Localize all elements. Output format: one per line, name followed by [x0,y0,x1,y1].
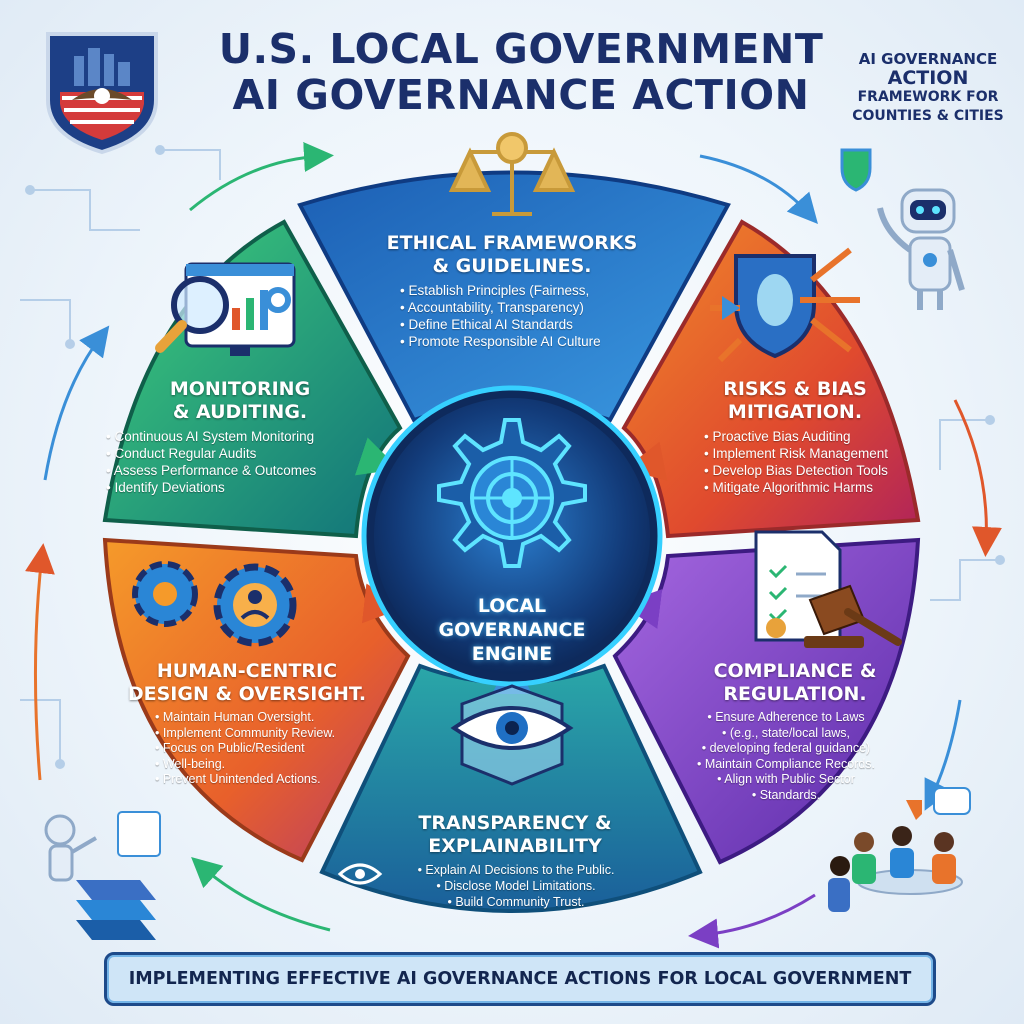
monitoring-item: Assess Performance & Outcomes [106,462,356,479]
title-line-1: U.S. LOCAL GOVERNMENT [218,25,824,73]
compliance-title-line-2: REGULATION. [723,683,867,705]
cycle-arrow-upper-left [43,325,110,481]
scales-of-justice-icon [448,132,576,216]
human-item: Prevent Unintended Actions. [155,772,365,788]
ethical-title: ETHICAL FRAMEWORKS & GUIDELINES. [352,232,672,278]
compliance-item: Maintain Compliance Records. [686,757,886,773]
side-subtitle: AI GOVERNANCE ACTION FRAMEWORK FOR COUNT… [836,50,1020,126]
risks-item: Mitigate Algorithmic Harms [704,479,914,496]
cycle-arrow-bottom [688,893,816,949]
risks-title-line-1: RISKS & BIAS [723,378,867,400]
transparency-item: Explain AI Decisions to the Public. [396,862,636,878]
compliance-items: Ensure Adherence to Laws (e.g., state/lo… [686,710,886,803]
cycle-arrow-top-right [699,154,818,224]
compliance-title: COMPLIANCE & REGULATION. [690,660,900,706]
page-title: U.S. LOCAL GOVERNMENT AI GOVERNANCE ACTI… [196,26,846,118]
footer-banner: IMPLEMENTING EFFECTIVE AI GOVERNANCE ACT… [104,952,936,1006]
shield-face-arrows-icon [710,247,860,363]
transparency-item: Build Community Trust. [396,894,636,910]
gears-person-icon [132,561,297,647]
monitoring-title-line-1: MONITORING [169,378,311,400]
cycle-arrow-bottom-left [191,856,331,932]
ethical-item: Accountability, Transparency) [400,299,640,316]
risks-title-line-2: MITIGATION. [727,401,863,423]
ethical-item: Establish Principles (Fairness, [400,282,640,299]
human-item: Maintain Human Oversight. [155,710,365,726]
circuit-background [20,145,1005,769]
monitoring-item: Conduct Regular Audits [106,445,356,462]
human-item: Well-being. [155,757,365,773]
gear-icon [437,418,587,568]
monitoring-item: Identify Deviations [106,479,356,496]
engine-label-line-3: ENGINE [471,643,553,665]
human-item: Focus on Public/Resident [155,741,365,757]
monitoring-title-line-2: & AUDITING. [172,401,308,423]
human-items: Maintain Human Oversight. Implement Comm… [155,710,365,788]
side-subtitle-line-3: FRAMEWORK FOR [857,89,999,105]
compliance-item: Align with Public Sector [686,772,886,788]
side-subtitle-line-1: AI GOVERNANCE [858,50,998,68]
risks-item: Develop Bias Detection Tools [704,462,914,479]
transparency-title-line-2: EXPLAINABILITY [428,835,602,857]
eye-cube-icon [450,684,574,786]
human-item: Implement Community Review. [155,726,365,742]
cycle-arrow-top-left [189,142,334,212]
engine-label: LOCAL GOVERNANCE ENGINE [400,594,624,666]
transparency-item: Disclose Model Limitations. [396,878,636,894]
green-shield-icon [840,148,872,192]
shield-emblem-icon [46,32,158,155]
engine-label-line-1: LOCAL [477,595,547,617]
human-title: HUMAN-CENTRIC DESIGN & OVERSIGHT. [112,660,382,706]
compliance-title-line-1: COMPLIANCE & [713,660,877,682]
cycle-arrow-right [953,399,1002,557]
risks-title: RISKS & BIAS MITIGATION. [700,378,890,424]
ethical-item: Promote Responsible AI Culture [400,333,640,350]
monitoring-item: Continuous AI System Monitoring [106,428,356,445]
document-gavel-icon [754,530,902,648]
monitoring-title: MONITORING & AUDITING. [130,378,350,424]
monitoring-items: Continuous AI System Monitoring Conduct … [106,428,356,496]
transparency-items: Explain AI Decisions to the Public. Disc… [396,862,636,910]
ethical-item: Define Ethical AI Standards [400,316,640,333]
compliance-item: Ensure Adherence to Laws [686,710,886,726]
risks-item: Implement Risk Management [704,445,914,462]
compliance-item: Standards. [686,788,886,804]
footer-banner-text: IMPLEMENTING EFFECTIVE AI GOVERNANCE ACT… [128,969,912,989]
magnifier-dashboard-icon [155,262,296,356]
governance-engine [361,385,663,687]
side-subtitle-line-2: ACTION [887,67,969,89]
human-title-line-2: DESIGN & OVERSIGHT. [127,683,367,705]
side-subtitle-line-4: COUNTIES & CITIES [852,108,1004,124]
ethical-items: Establish Principles (Fairness, Accounta… [400,282,640,350]
cycle-arrows [25,142,1002,949]
transparency-title: TRANSPARENCY & EXPLAINABILITY [400,812,630,858]
cycle-arrow-bottom-right [924,699,962,811]
human-title-line-1: HUMAN-CENTRIC [156,660,338,682]
transparency-title-line-1: TRANSPARENCY & [418,812,612,834]
compliance-item: developing federal guidance) [686,741,886,757]
risks-item: Proactive Bias Auditing [704,428,914,445]
robot-with-server-icon [44,811,161,940]
team-meeting-icon [828,787,971,912]
ethical-title-line-2: & GUIDELINES. [432,255,592,277]
risks-items: Proactive Bias Auditing Implement Risk M… [704,428,914,496]
engine-label-line-2: GOVERNANCE [438,619,586,641]
title-line-2: AI GOVERNANCE ACTION [232,71,810,119]
robot-icon [877,188,965,310]
ethical-title-line-1: ETHICAL FRAMEWORKS [386,232,638,254]
small-eye-icon [337,863,383,885]
cycle-arrow-left [25,543,55,781]
compliance-item: (e.g., state/local laws, [686,726,886,742]
